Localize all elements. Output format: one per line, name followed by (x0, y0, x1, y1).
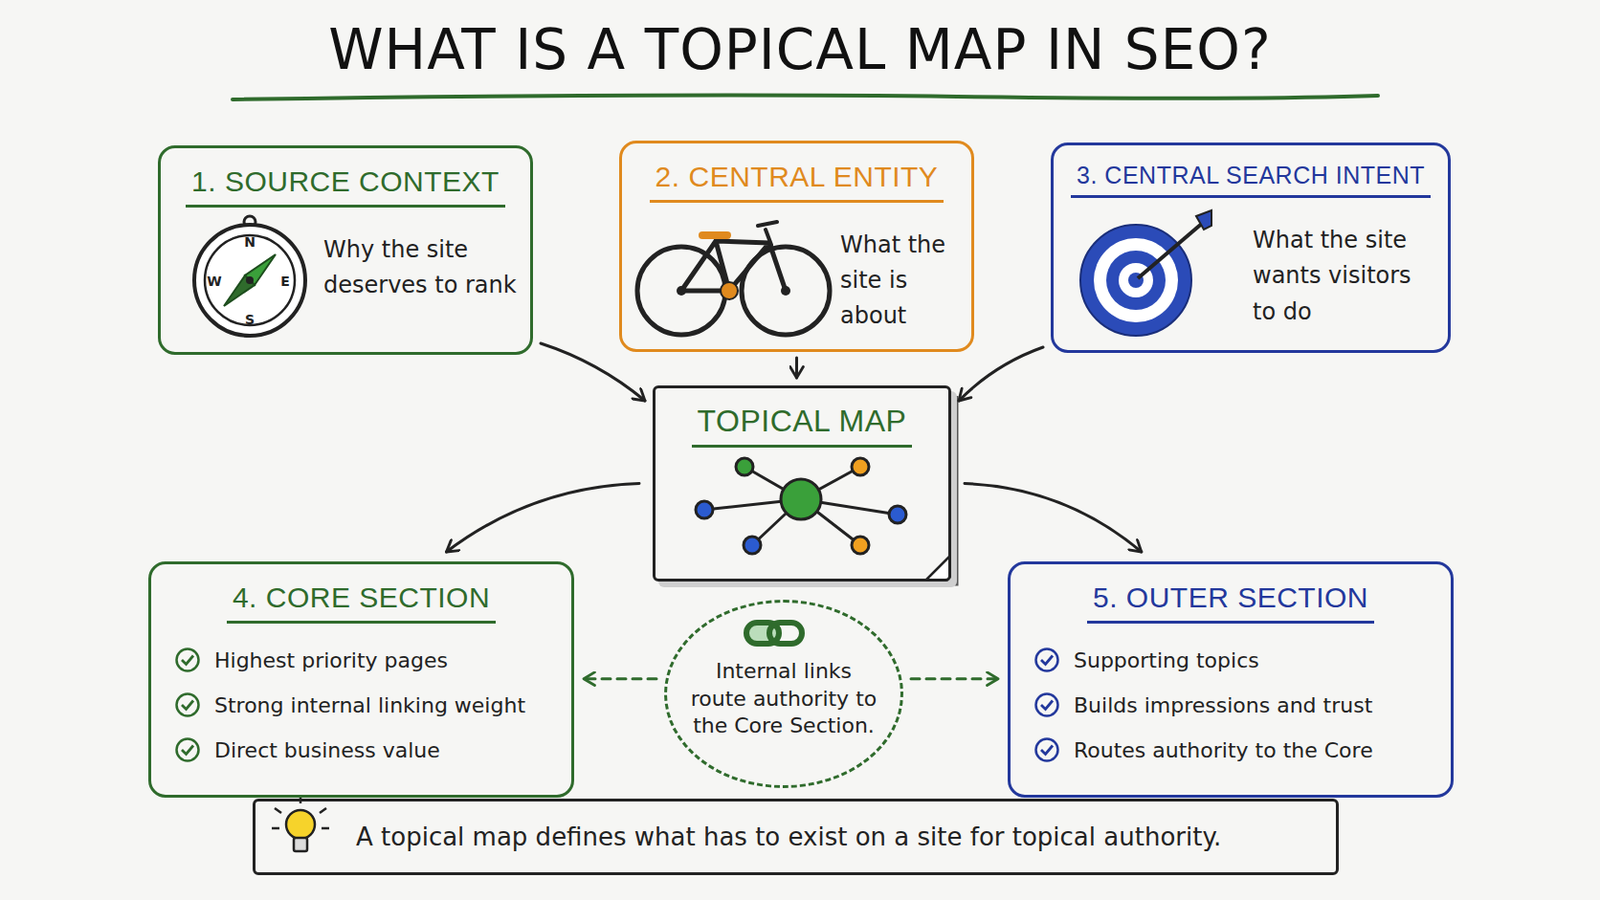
compass-letter: W (204, 272, 224, 290)
check-icon (1033, 736, 1061, 764)
flow-arrow (795, 357, 799, 378)
checklist: Highest priority pagesStrong internal li… (164, 644, 558, 767)
check-tick (1041, 746, 1053, 756)
section-box: 4. CORE SECTION Highest priority pagesStr… (148, 561, 575, 799)
flow-arrow (540, 343, 645, 401)
lightbulb-icon (271, 796, 330, 852)
check-tick (181, 656, 194, 666)
checklist-item: Builds impressions and trust (1073, 689, 1373, 722)
check-tick (181, 701, 194, 711)
checklist-item: Direct business value (214, 734, 441, 767)
dashed-callout: Internal links route authority to the Co… (664, 600, 904, 789)
checklist-row: Highest priority pages (174, 644, 558, 677)
title-underline (232, 95, 1378, 100)
section-box: 1. SOURCE CONTEXT Why the site deserves t… (157, 145, 534, 356)
checklist-item: Strong internal linking weight (214, 689, 526, 722)
check-ring (177, 649, 200, 672)
checklist-item: Routes authority to the Core (1073, 734, 1374, 767)
check-ring (1036, 739, 1059, 762)
bicycle-icon (637, 222, 830, 335)
heading-wrap: 5. OUTER SECTION (1023, 579, 1438, 624)
check-ring (1036, 649, 1059, 672)
flow-arrow (446, 484, 641, 554)
heading-wrap: 1. SOURCE CONTEXT (174, 163, 517, 208)
checklist-item: Highest priority pages (214, 644, 448, 677)
check-ring (177, 694, 200, 717)
checklist-row: Strong internal linking weight (174, 689, 558, 722)
summary-text: A topical map defines what has to exist … (355, 819, 1313, 857)
check-tick (1041, 701, 1053, 711)
heading-wrap: 3. CENTRAL SEARCH INTENT (1066, 160, 1435, 199)
compass-icon (194, 216, 306, 336)
body-text: What the site wants visitors to do (1252, 222, 1440, 331)
flow-arrow (964, 484, 1142, 554)
compass-letter: N (240, 233, 260, 251)
flow-arrow (958, 347, 1044, 401)
check-ring (177, 739, 200, 762)
section-heading: 1. SOURCE CONTEXT (185, 163, 506, 208)
check-icon (174, 691, 201, 719)
chain-icon (746, 622, 802, 645)
title: WHAT IS A TOPICAL MAP IN SEO? (0, 17, 1600, 83)
compass-letter: E (275, 272, 295, 290)
body-text: Why the site deserves to rank (323, 232, 520, 304)
checklist-row: Direct business value (174, 734, 558, 767)
section-heading: 2. CENTRAL ENTITY (649, 158, 945, 203)
checklist-row: Supporting topics (1033, 644, 1438, 677)
check-icon (174, 646, 201, 674)
body-text: What the site is about (840, 227, 965, 335)
check-icon (1033, 691, 1061, 719)
section-heading: 3. CENTRAL SEARCH INTENT (1070, 160, 1431, 199)
check-icon (174, 736, 201, 764)
checklist: Supporting topicsBuilds impressions and … (1023, 644, 1438, 767)
check-tick (181, 746, 194, 756)
section-heading: 5. OUTER SECTION (1087, 579, 1375, 624)
section-box: 3. CENTRAL SEARCH INTENT What the site wa… (1050, 142, 1451, 354)
heading-wrap: TOPICAL MAP (668, 401, 935, 448)
dashed-link-arrow (911, 677, 999, 681)
section-heading: 4. CORE SECTION (226, 579, 496, 624)
dashed-link-arrow (583, 677, 657, 681)
check-ring (1036, 694, 1059, 717)
network-icon (695, 458, 907, 555)
section-heading: TOPICAL MAP (691, 401, 913, 448)
section-box: 2. CENTRAL ENTITY What the site is about (619, 140, 975, 353)
page-fold (660, 396, 957, 585)
checklist-row: Routes authority to the Core (1033, 734, 1438, 767)
section-box: 5. OUTER SECTION Supporting topicsBuilds … (1007, 561, 1454, 799)
check-icon (1033, 646, 1061, 674)
section-box: A topical map defines what has to exist … (252, 799, 1339, 876)
target-icon (1080, 210, 1212, 336)
topical-map-card: TOPICAL MAP (652, 385, 952, 582)
checklist-row: Builds impressions and trust (1033, 689, 1438, 722)
check-tick (1041, 656, 1053, 666)
callout-text: Internal links route authority to the Co… (688, 658, 880, 741)
heading-wrap: 2. CENTRAL ENTITY (635, 158, 958, 203)
checklist-item: Supporting topics (1073, 644, 1260, 677)
heading-wrap: 4. CORE SECTION (164, 579, 558, 624)
compass-letter: S (240, 311, 260, 329)
